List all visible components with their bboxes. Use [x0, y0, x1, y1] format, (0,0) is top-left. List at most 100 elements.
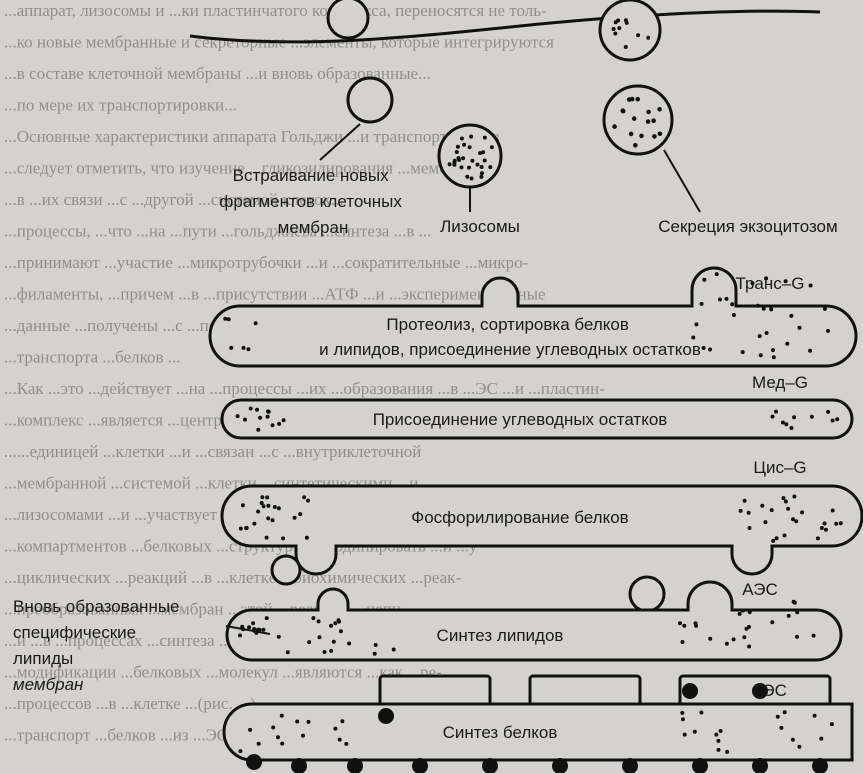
granule	[760, 504, 764, 508]
granule	[469, 135, 473, 139]
granule	[337, 618, 341, 622]
granule	[373, 652, 377, 656]
granule	[774, 410, 778, 414]
granule	[277, 506, 281, 510]
label-med-g: Мед–G	[752, 373, 808, 392]
granule	[652, 134, 657, 139]
granule	[323, 650, 327, 654]
granule	[834, 522, 838, 526]
granule	[468, 145, 472, 149]
granule	[702, 346, 706, 350]
granule	[266, 504, 270, 508]
granule	[276, 735, 280, 739]
ribosome	[246, 754, 262, 770]
granule	[789, 314, 793, 318]
granule	[693, 730, 697, 734]
granule	[823, 522, 827, 526]
granule	[243, 418, 247, 422]
granule	[739, 509, 743, 513]
granule	[293, 516, 297, 520]
granule	[248, 728, 252, 732]
granule	[747, 511, 751, 515]
granule	[339, 629, 343, 633]
granule	[242, 346, 246, 350]
granule	[241, 503, 245, 507]
granule	[392, 648, 396, 652]
granule	[280, 742, 284, 746]
granule	[236, 414, 240, 418]
granule	[782, 496, 786, 500]
granule	[714, 733, 718, 737]
granule	[765, 331, 769, 335]
granule	[725, 297, 729, 301]
granule	[282, 418, 286, 422]
granule	[344, 742, 348, 746]
granule	[260, 501, 264, 505]
plasma-membrane	[190, 11, 820, 42]
granule	[683, 733, 687, 737]
granule	[741, 609, 745, 613]
granule	[792, 415, 796, 419]
granule	[820, 526, 824, 530]
granule	[453, 159, 457, 163]
leader-line-membranes	[320, 124, 360, 160]
granule	[708, 348, 712, 352]
label-lipid-synthesis: Синтез липидов	[437, 626, 564, 645]
granule	[374, 643, 378, 647]
granule	[223, 317, 227, 321]
granule	[725, 642, 729, 646]
granule	[748, 610, 752, 614]
granule	[771, 348, 775, 352]
granule	[277, 422, 281, 426]
granule	[318, 635, 322, 639]
granule	[258, 416, 262, 420]
granule	[738, 612, 742, 616]
granule	[635, 97, 640, 102]
granule	[281, 536, 285, 540]
granule	[700, 302, 704, 306]
label-new-lipids: Вновь образованные специфические липиды …	[13, 597, 184, 694]
granule	[317, 619, 321, 623]
granule	[785, 342, 789, 346]
granule	[792, 495, 796, 499]
granule	[481, 150, 485, 154]
granule	[301, 734, 305, 738]
granule	[657, 107, 662, 112]
granule	[265, 536, 269, 540]
granule	[699, 711, 703, 715]
granule	[681, 717, 685, 721]
granule	[277, 635, 281, 639]
granule	[617, 26, 621, 30]
granule	[793, 601, 797, 605]
granule	[305, 536, 309, 540]
label-lysosomes: Лизосомы	[440, 217, 520, 236]
granule	[769, 307, 773, 311]
granule	[776, 715, 780, 719]
ribosome	[682, 683, 698, 699]
granule	[621, 108, 626, 113]
granule	[465, 175, 469, 179]
label-ges: ГЭС	[753, 681, 787, 700]
granule	[658, 132, 663, 137]
granule	[329, 649, 333, 653]
granule	[824, 528, 828, 532]
leader-line-exocytosis	[664, 150, 700, 212]
granule	[812, 634, 816, 638]
granule	[795, 635, 799, 639]
granule	[826, 410, 830, 414]
granule	[448, 162, 452, 166]
granule	[717, 748, 721, 752]
granule	[624, 18, 628, 22]
secretory-vesicle	[604, 86, 672, 154]
granule	[632, 116, 637, 121]
label-aes: АЭС	[742, 580, 777, 599]
granule	[329, 624, 333, 628]
granule	[830, 722, 834, 726]
granule	[770, 620, 774, 624]
granule	[819, 737, 823, 741]
granule	[256, 510, 260, 514]
granule	[763, 520, 767, 524]
granule	[715, 272, 719, 276]
granule	[633, 143, 638, 148]
granule	[678, 621, 682, 625]
